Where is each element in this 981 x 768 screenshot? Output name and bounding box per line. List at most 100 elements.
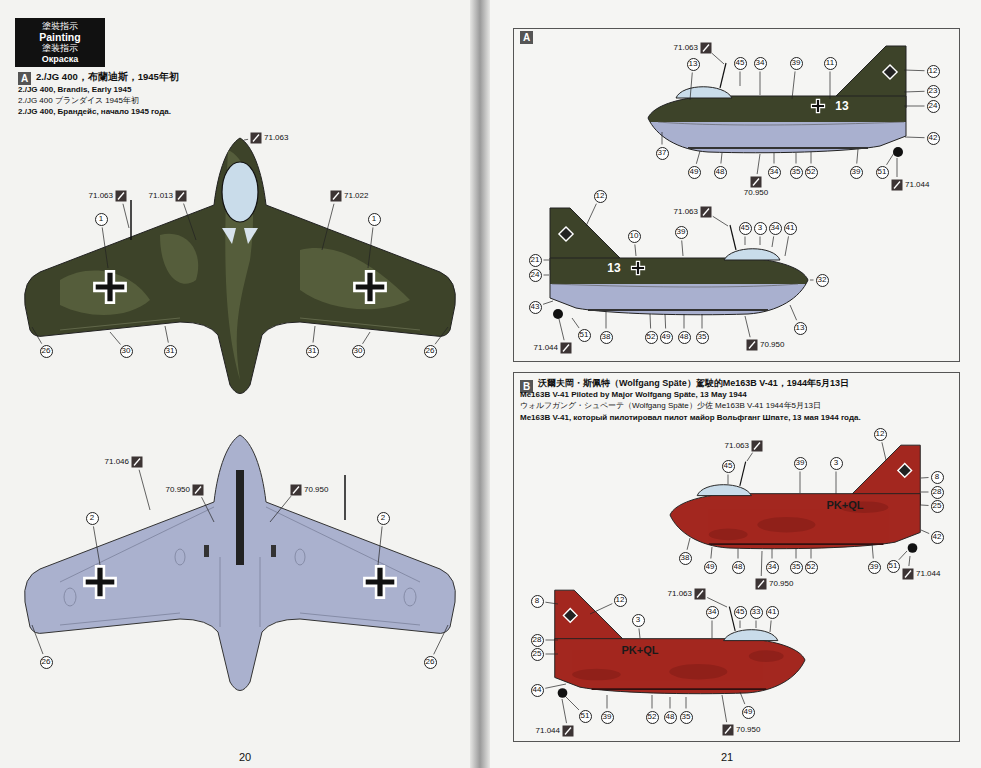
page-number: 20	[239, 752, 251, 763]
leader-line	[738, 549, 739, 559]
plan-view-bottom	[344, 475, 346, 520]
leader-line	[32, 327, 42, 344]
leader-line	[728, 475, 729, 485]
side-view-green	[893, 147, 903, 157]
callout-number: 3	[632, 614, 645, 627]
side-view-green	[648, 96, 906, 153]
side-view-red	[908, 543, 918, 553]
side-view-green	[648, 96, 906, 122]
paint-code: 71.044	[916, 570, 940, 578]
paint-icon	[703, 209, 709, 216]
leader-line	[590, 604, 612, 614]
leader-line	[712, 621, 713, 639]
leader-line	[740, 692, 745, 704]
callout-number: 34	[768, 166, 781, 179]
leader-line	[270, 496, 291, 522]
callout-number: 25	[531, 648, 544, 661]
leader-line	[544, 275, 550, 276]
leader-line	[712, 53, 724, 64]
side-view-red	[697, 485, 751, 496]
side-view-red	[572, 650, 783, 680]
plan-view-bottom	[64, 588, 76, 606]
page-ground	[0, 0, 476, 768]
callout-number: 45	[734, 606, 747, 619]
paint-code: 71.044	[536, 727, 560, 735]
paint-code: 71.044	[534, 344, 558, 352]
callout-number: 23	[927, 85, 940, 98]
leader-line	[434, 625, 448, 654]
leader-line	[546, 654, 559, 655]
callout-number: 25	[931, 500, 944, 513]
leader-line	[772, 236, 774, 247]
scheme-panel: A	[513, 28, 960, 362]
callout-number: 48	[714, 166, 727, 179]
paint-code: 71.044	[905, 181, 929, 189]
callout-number: 35	[680, 711, 693, 724]
side-view-green	[550, 258, 808, 284]
side-view-green	[631, 261, 645, 275]
leader-line	[921, 492, 929, 493]
paint-icon	[251, 133, 262, 144]
leader-line	[770, 620, 771, 632]
leader-line	[684, 314, 685, 329]
callout-number: 26	[40, 345, 53, 358]
callout-number: 1	[368, 213, 381, 226]
callout-number: 26	[424, 656, 437, 669]
callout-number: 12	[927, 65, 940, 78]
paint-icon	[176, 191, 187, 202]
leader-line	[745, 237, 746, 246]
callout-number: 1	[95, 213, 108, 226]
leader-line	[756, 621, 757, 629]
paint-icon	[749, 342, 755, 349]
plan-view-top	[60, 150, 410, 380]
leader-line	[184, 204, 196, 240]
side-view-red	[709, 543, 884, 545]
plan-view-top	[25, 138, 456, 394]
page-ground	[470, 0, 490, 768]
leader-line	[761, 551, 763, 576]
leader-line	[687, 538, 690, 550]
callout-number: 49	[742, 706, 755, 719]
callout-number: 37	[656, 147, 669, 160]
callout-number: 12	[614, 594, 627, 607]
leader-line	[363, 332, 370, 344]
paint-code: 70.950	[304, 486, 328, 494]
paint-code: 71.063	[674, 208, 698, 216]
callout-number: 49	[704, 561, 717, 574]
leader-line	[747, 453, 753, 461]
leader-line	[921, 530, 929, 534]
callout-number: 3	[754, 222, 767, 235]
leader-line	[378, 526, 382, 565]
leader-line	[313, 326, 315, 343]
paint-icon	[293, 487, 299, 494]
callout-number: 49	[688, 166, 701, 179]
paint-icon	[752, 441, 763, 452]
header-box: 塗裝指示Painting塗装指示Окраска	[15, 18, 105, 67]
callout-number: 39	[601, 711, 614, 724]
scheme-title: 2./JG 400，布蘭迪斯，1945年初	[36, 72, 179, 82]
callout-number: 49	[660, 331, 673, 344]
callout-number: 39	[790, 57, 803, 70]
callout-number: 24	[529, 269, 542, 282]
callout-number: 52	[805, 166, 818, 179]
side-view-red	[749, 650, 784, 662]
scheme-title: 2./JG 400, Brandis, Early 1945	[18, 86, 131, 94]
side-view-green	[883, 65, 897, 79]
side-view-green	[688, 147, 868, 149]
leader-line	[810, 280, 814, 281]
paint-icon	[903, 569, 914, 580]
leader-line	[897, 158, 898, 177]
paint-icon	[132, 457, 143, 468]
paint-icon	[703, 45, 709, 52]
paint-icon	[134, 459, 140, 466]
plan-view-bottom	[204, 545, 209, 557]
leader-line	[606, 312, 607, 329]
callout-number: 39	[850, 166, 863, 179]
paint-code: 71.013	[149, 192, 173, 200]
leader-line	[202, 497, 214, 522]
plan-view-bottom	[175, 549, 185, 565]
paint-icon	[333, 193, 339, 200]
callout-number: 48	[664, 711, 677, 724]
leader-line	[586, 204, 596, 226]
